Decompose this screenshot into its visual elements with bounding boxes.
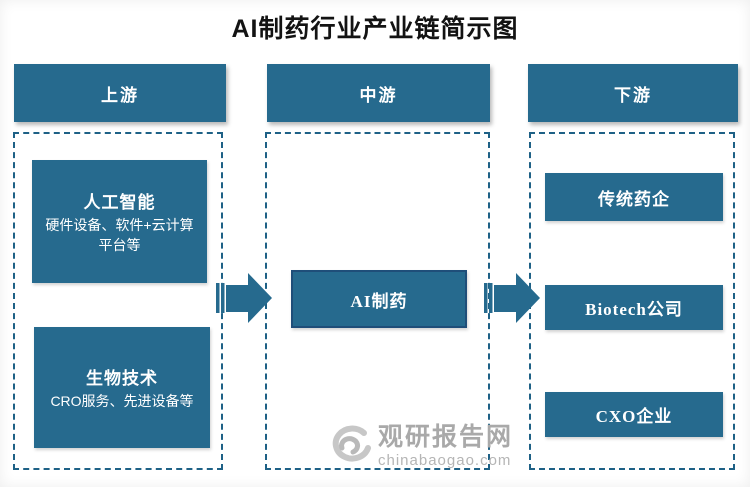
chinabaogao-logo-icon — [332, 425, 371, 462]
striped-right-arrow-icon — [484, 273, 540, 323]
node-title: 生物技术 — [86, 369, 158, 388]
node-title: AI制药 — [350, 291, 408, 311]
node-biotechnology: 生物技术 CRO服务、先进设备等 — [34, 327, 210, 448]
node-title: CXO企业 — [595, 407, 673, 426]
watermark-name: 观研报告网 — [378, 422, 514, 451]
header-downstream-label: 下游 — [614, 85, 652, 105]
watermark-text: 观研报告网 chinabaogao.com — [378, 422, 514, 469]
node-cxo-company: CXO企业 — [545, 392, 723, 437]
node-title: 传统药企 — [598, 189, 670, 209]
watermark-domain: chinabaogao.com — [378, 451, 512, 469]
node-subtitle: CRO服务、先进设备等 — [50, 393, 194, 409]
node-subtitle: 硬件设备、软件+云计算平台等 — [45, 217, 194, 253]
header-midstream: 中游 — [267, 64, 490, 122]
node-ai-pharma: AI制药 — [291, 270, 467, 328]
striped-right-arrow-icon — [216, 273, 272, 323]
node-traditional-pharma: 传统药企 — [545, 173, 723, 221]
header-upstream-label: 上游 — [101, 85, 139, 105]
header-upstream: 上游 — [14, 64, 226, 122]
node-title: Biotech公司 — [585, 300, 683, 319]
node-biotech-company: Biotech公司 — [545, 285, 723, 330]
watermark: 观研报告网 chinabaogao.com — [328, 419, 513, 473]
header-midstream-label: 中游 — [359, 85, 398, 105]
header-downstream: 下游 — [528, 64, 738, 122]
node-artificial-intelligence: 人工智能 硬件设备、软件+云计算平台等 — [32, 160, 207, 283]
node-title: 人工智能 — [83, 193, 156, 212]
page-title: AI制药行业产业链简示图 — [231, 15, 519, 43]
